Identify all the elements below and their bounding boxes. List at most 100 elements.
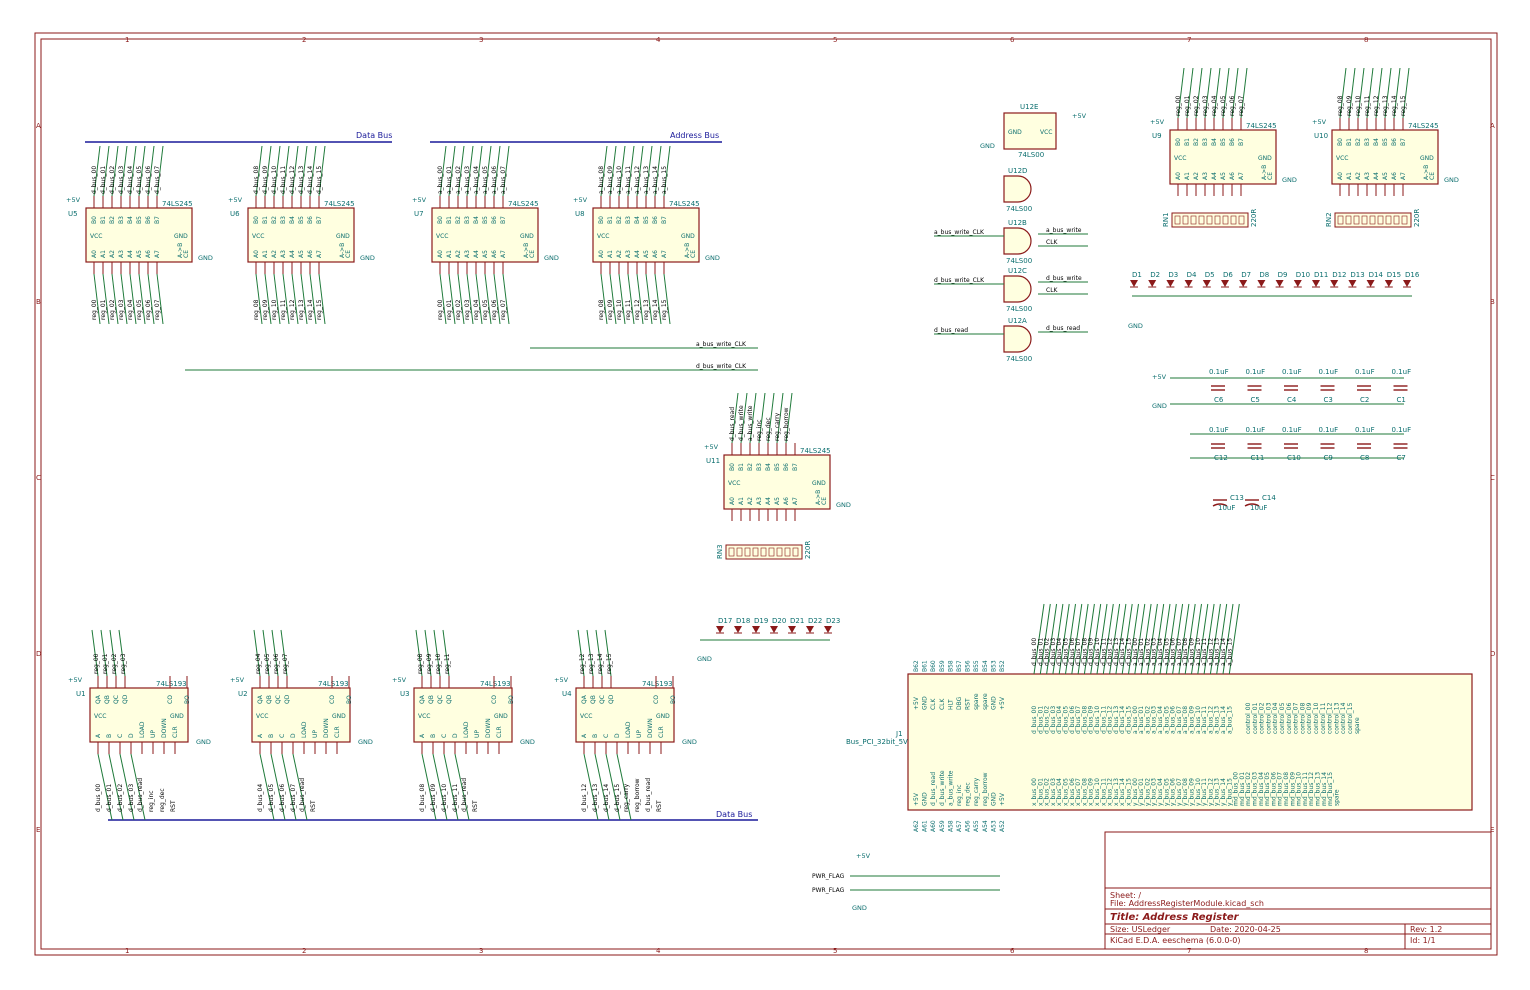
led-triangle (1384, 280, 1393, 287)
connector-bottom-net: md_bus_03 (1252, 772, 1259, 806)
connector-control-name: control_03 (1265, 702, 1272, 734)
connector-pin-top: B60 (930, 660, 937, 672)
led-d8: D8 (1257, 271, 1269, 288)
net-wire-q (109, 629, 117, 677)
connector-top-net: d_bus_14 (1119, 638, 1126, 666)
counter-pin-top: QB (266, 695, 273, 704)
net-wire-bottom (156, 273, 164, 325)
net-wire-top (1231, 67, 1239, 119)
connector-pin-name-top: CLK (939, 697, 946, 710)
counter-pin-bottom: C (603, 734, 610, 738)
net-wire-in (583, 753, 599, 821)
counter-pin-top: QA (257, 694, 264, 704)
pin-name-gnd: GND (812, 480, 826, 487)
transceiver-part: 74LS245 (324, 200, 355, 208)
pin-name-a: A3 (1364, 172, 1371, 180)
net-label-top: a_bus_00 (437, 166, 444, 194)
title-size: Size: USLedger (1110, 925, 1171, 934)
net-label-bottom: reg_05 (482, 299, 489, 320)
cap-value: 0.1uF (1209, 368, 1229, 376)
connector-top-net: a_bus_09 (1189, 638, 1196, 666)
transceiver-body (247, 207, 355, 263)
led-ref: D1 (1132, 271, 1142, 279)
pin-name-a: A6 (783, 497, 790, 505)
net-label-bottom: reg_07 (154, 299, 161, 320)
connector-top-pin-name: a_bus_00 (1132, 706, 1139, 734)
rn-element (784, 547, 791, 557)
net-wire-top (1339, 67, 1347, 119)
pin-name-ce: CE (345, 250, 352, 258)
counter-net-in: d_bus_15 (614, 784, 621, 812)
connector-top-pin-name: d_bus_11 (1100, 706, 1107, 734)
vcc-symbol: +5V (1312, 118, 1327, 126)
pin-name-a: A1 (1346, 172, 1353, 180)
rn-element (1369, 215, 1376, 225)
gate-part: 74LS00 (1006, 257, 1032, 265)
vcc-symbol: +5V (573, 196, 588, 204)
pin-name-a: A4 (765, 497, 772, 505)
connector-top-net: a_bus_07 (1176, 638, 1183, 666)
connector-pin-top: B59 (939, 660, 946, 672)
counter-pin-bottom: C (279, 734, 286, 738)
pin-name-a: A0 (253, 250, 260, 258)
counter-net-q: reg_14 (597, 653, 604, 674)
counter-net-q: reg_05 (264, 653, 271, 674)
pin-name-vcc: VCC (1174, 155, 1186, 162)
net-label-bottom: reg_12 (634, 299, 641, 320)
counter-pin-bottom: LOAD (301, 721, 308, 738)
pin-name-b: B6 (652, 216, 659, 224)
led-d22: D22 (806, 617, 822, 634)
pin-name-b: B4 (765, 463, 772, 471)
vcc-symbol: +5V (412, 196, 427, 204)
pin-name-a: A0 (91, 250, 98, 258)
pin-name-a: A5 (1220, 172, 1227, 180)
counter-pin-bottom: B (268, 734, 275, 738)
net-wire-q (253, 629, 261, 677)
transceiver-part: 74LS245 (1408, 122, 1439, 130)
pin-name-b: B5 (136, 216, 143, 224)
pwr-flag-5v: +5V (856, 852, 871, 860)
net-wire-top (273, 145, 281, 197)
rn-ref: RN1 (1162, 212, 1170, 227)
net-label-top: reg_15 (1400, 95, 1407, 116)
counter-pin-top: QD (122, 694, 129, 704)
led-ref: D15 (1387, 271, 1401, 279)
net-label-top: d_bus_10 (271, 166, 278, 194)
counter-net-q: reg_12 (579, 653, 586, 674)
cap-ref: C3 (1324, 396, 1333, 404)
net-wire-top (609, 145, 617, 197)
rn-element (1385, 215, 1392, 225)
zone-col-top: 7 (1187, 36, 1191, 44)
net-label-top: a_bus_06 (491, 166, 498, 194)
connector-top-pin-name: a_bus_11 (1201, 706, 1208, 734)
connector-top-net: a_bus_01 (1138, 638, 1145, 666)
connector-net-wire (1228, 603, 1240, 675)
gate-part: 74LS00 (1006, 305, 1032, 313)
connector-bottom-net: y_bus_13 (1214, 778, 1221, 806)
connector-pin-name-bottom: reg_inc (956, 784, 963, 806)
gnd-symbol: GND (198, 254, 213, 262)
rn-element (1361, 215, 1368, 225)
net-label-top: a_bus_13 (643, 166, 650, 194)
net-label-top: a_bus_09 (607, 166, 614, 194)
counter-body (89, 687, 189, 743)
connector-pin-top: B62 (913, 660, 920, 672)
connector-top-net: d_bus_11 (1100, 638, 1107, 666)
pin-name-b: B0 (253, 216, 260, 224)
counter-pin-bottom: A (419, 733, 426, 738)
gnd-symbol: GND (836, 501, 851, 509)
counter-pin-top: QB (104, 695, 111, 704)
net-wire-in (259, 753, 275, 821)
cap-ref: C8 (1360, 454, 1369, 462)
address-bus-label: Address Bus (670, 131, 719, 140)
pin-name-a: A3 (118, 250, 125, 258)
net-label-bottom: reg_09 (262, 299, 269, 320)
connector-pin-name-top: GND (922, 696, 929, 710)
zone-row-right: E (1490, 826, 1494, 834)
pin-name-b: B1 (262, 216, 269, 224)
counter-pin-bottom: UP (150, 730, 157, 738)
pin-name-b: B2 (271, 216, 278, 224)
